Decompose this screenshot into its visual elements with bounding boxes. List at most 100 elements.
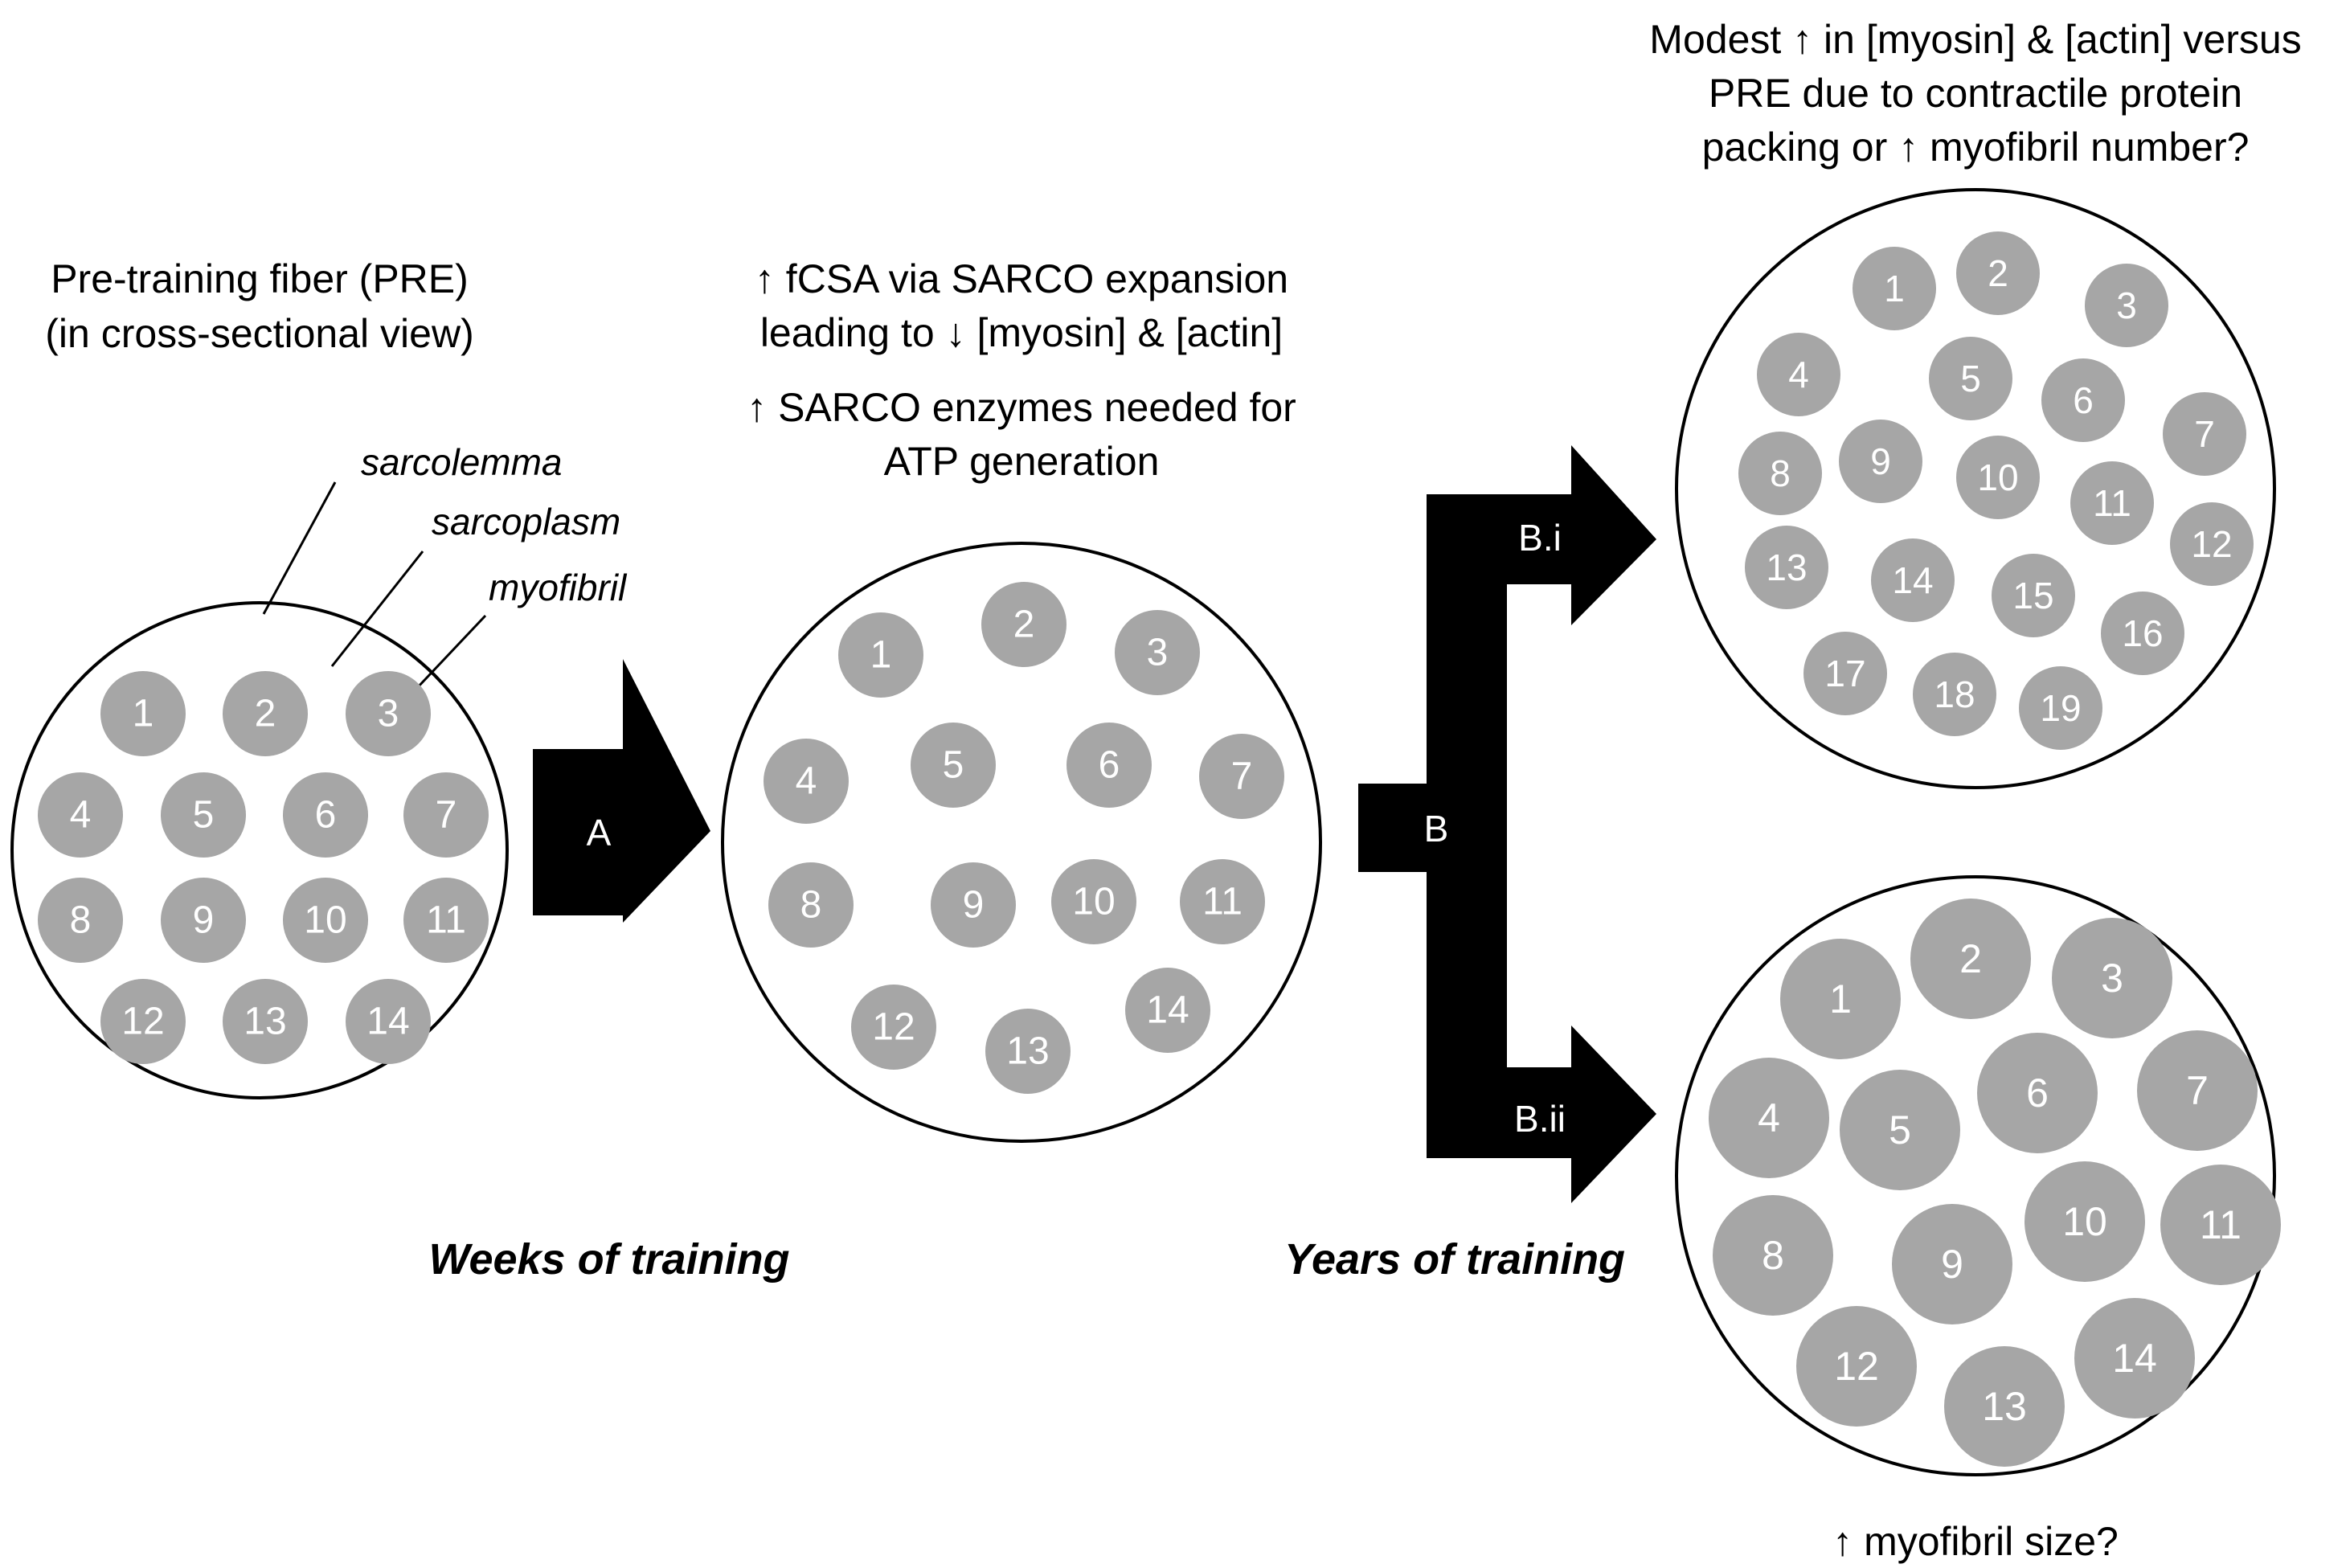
sarco-fiber: ↑ fCSA via SARCO expansion leading to ↓ …: [721, 256, 1322, 1143]
myofibril-circle: [1199, 734, 1284, 819]
myofibril-circle: [1115, 610, 1200, 695]
myofibril-number: 5: [943, 744, 964, 787]
pre-caption-line-2: (in cross-sectional view): [45, 311, 473, 356]
myofibril-number: 5: [1889, 1107, 1911, 1152]
myofibril-circle: [1977, 1033, 2098, 1153]
pre-myofibrils: 1 2 3 4 5 6 7 8 9 10 11 12 13: [38, 671, 489, 1064]
myofibril-number: 2: [1013, 604, 1035, 646]
arrow-bi-label: B.i: [1518, 517, 1562, 559]
bi-caption-line-1: Modest ↑ in [myosin] & [actin] versus: [1649, 17, 2301, 62]
bi-fiber: Modest ↑ in [myosin] & [actin] versus PR…: [1649, 17, 2302, 789]
myofibril-circle: [2101, 592, 2184, 675]
myofibril-circle: [1745, 526, 1828, 609]
myofibril-circle: [2163, 392, 2246, 476]
myofibril-number: 3: [1147, 632, 1169, 674]
myofibril-circle: [1992, 554, 2075, 637]
myofibril-circle: [1067, 723, 1152, 808]
myofibril-circle: [1956, 436, 2040, 519]
myofibril-circle: [2070, 461, 2154, 545]
myofibril-number: 14: [366, 1001, 409, 1043]
myofibril-circle: [1892, 1204, 2012, 1324]
myofibril-circle: [838, 612, 923, 698]
myofibril-number: 5: [1960, 358, 1981, 399]
myofibril-circle: [2041, 358, 2125, 442]
myofibril-label: myofibril: [489, 567, 628, 608]
myofibril-number: 5: [193, 794, 215, 837]
myofibril-circle: [38, 878, 123, 963]
myofibril-number: 12: [872, 1006, 915, 1049]
myofibril-number: 14: [2112, 1336, 2157, 1381]
myofibril-circle: [1051, 859, 1136, 944]
myofibril-circle: [1125, 968, 1210, 1053]
myofibril-number: 15: [2012, 575, 2053, 616]
myofibril-circle: [2160, 1165, 2281, 1285]
myofibril-circle: [1796, 1306, 1917, 1427]
myofibril-number: 8: [800, 884, 822, 927]
myofibril-number: 4: [1788, 354, 1809, 395]
myofibril-circle: [2052, 918, 2172, 1038]
myofibril-leader-line: [415, 614, 487, 690]
myofibril-circle: [100, 671, 186, 756]
myofibril-circle: [283, 878, 368, 963]
myofibril-number: 9: [193, 899, 215, 942]
myofibril-circle: [1757, 333, 1840, 416]
myofibril-circle: [1180, 859, 1265, 944]
myofibril-number: 10: [304, 899, 346, 942]
myofibril-number: 17: [1824, 653, 1865, 694]
myofibril-number: 6: [2073, 379, 2094, 421]
myofibril-number: 8: [1770, 452, 1791, 494]
myofibril-circle: [981, 582, 1067, 667]
myofibril-number: 11: [2093, 482, 2131, 524]
myofibril-number: 6: [2026, 1071, 2049, 1116]
myofibril-circle: [1910, 899, 2031, 1019]
myofibril-number: 1: [870, 634, 892, 677]
myofibril-circle: [1709, 1058, 1829, 1178]
myofibril-number: 3: [2101, 956, 2123, 1001]
arrow-bii-label: B.ii: [1514, 1098, 1566, 1140]
myofibril-number: 10: [1977, 456, 2018, 498]
sarcolemma-leader-line: [262, 481, 337, 615]
myofibril-circle: [1956, 231, 2040, 315]
myofibril-number: 13: [1982, 1384, 2027, 1429]
myofibril-circle: [1913, 653, 1996, 736]
years-of-training-label: Years of training: [1284, 1235, 1625, 1283]
sarcolemma-label: sarcolemma: [361, 441, 563, 483]
bi-caption-line-3: packing or ↑ myofibril number?: [1702, 125, 2250, 170]
pre-fiber: Pre-training fiber (PRE) (in cross-secti…: [10, 256, 628, 1099]
myofibril-circle: [1944, 1346, 2065, 1467]
myofibril-circle: [1738, 432, 1822, 515]
myofibril-number: 2: [1959, 936, 1982, 981]
myofibril-number: 13: [1006, 1030, 1049, 1073]
myofibril-number: 3: [378, 693, 399, 735]
myofibril-circle: [911, 723, 996, 808]
myofibril-number: 7: [1231, 755, 1253, 798]
myofibril-circle: [403, 878, 489, 963]
myofibril-number: 8: [70, 899, 92, 942]
myofibril-circle: [2025, 1161, 2145, 1282]
myofibril-number: 2: [255, 693, 276, 735]
myofibril-number: 18: [1934, 673, 1975, 715]
myofibril-circle: [1780, 939, 1901, 1059]
arrow-b: B B.i B.ii: [1358, 445, 1656, 1203]
myofibril-number: 8: [1762, 1233, 1784, 1278]
myofibril-circle: [403, 772, 489, 858]
myofibril-number: 12: [121, 1001, 164, 1043]
sarco-caption-line-2: leading to ↓ [myosin] & [actin]: [760, 310, 1283, 355]
sarco-caption-line-4: ATP generation: [884, 439, 1160, 484]
myofibril-circle: [1840, 1070, 1960, 1190]
arrow-a: A: [533, 659, 710, 923]
arrow-b-label: B: [1424, 808, 1449, 850]
myofibril-number: 1: [1829, 976, 1852, 1021]
myofibril-number: 13: [1766, 547, 1807, 588]
arrow-a-label: A: [587, 812, 612, 854]
myofibril-circle: [2085, 264, 2168, 347]
myofibril-number: 9: [1870, 440, 1891, 482]
arrow-b-branch: [1427, 445, 1656, 1203]
myofibril-circle: [1839, 420, 1922, 503]
myofibril-circle: [161, 772, 246, 858]
myofibril-number: 13: [244, 1001, 286, 1043]
myofibril-circle: [764, 739, 849, 824]
pre-caption-line-1: Pre-training fiber (PRE): [51, 256, 469, 301]
myofibril-circle: [1871, 538, 1955, 622]
